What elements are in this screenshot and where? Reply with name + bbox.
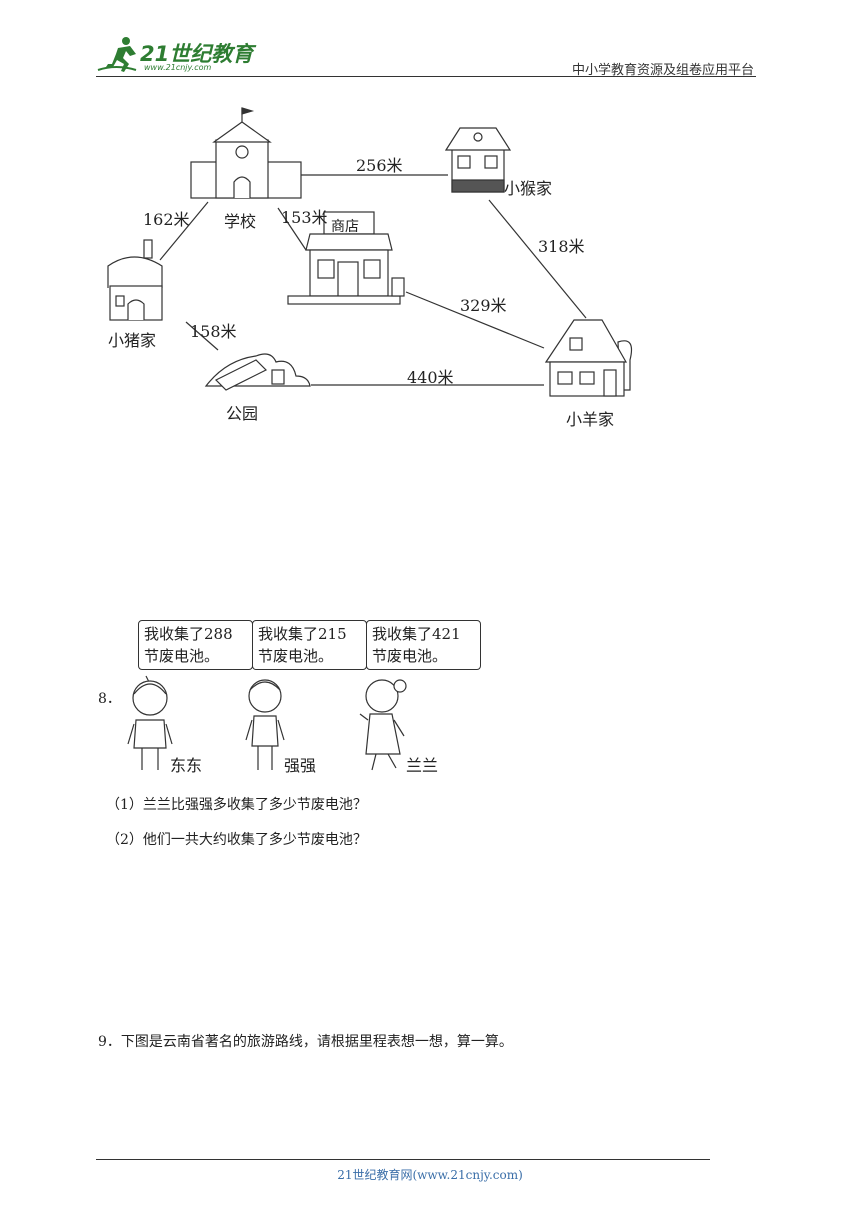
bubble-line: 我收集了288: [144, 625, 233, 643]
boy-dongdong-icon: [127, 675, 173, 770]
speech-bubble-qiangqiang: 我收集了215 节废电池。: [252, 620, 367, 670]
bubble-line: 我收集了421: [372, 625, 461, 643]
kid-name-qiangqiang: 强强: [284, 756, 317, 775]
shop-icon: [287, 211, 405, 305]
bubble-line: 节废电池。: [258, 647, 334, 665]
label-sheep-home: 小羊家: [566, 410, 615, 429]
question-8-number: 8．: [98, 691, 121, 707]
label-pig-home: 小猪家: [108, 331, 157, 350]
distance-park-sheep: 440米: [407, 368, 454, 387]
label-park: 公园: [226, 404, 259, 423]
distance-pig-park: 158米: [190, 322, 237, 341]
distance-school-monkey: 256米: [356, 156, 403, 175]
speech-bubble-lanlan: 我收集了421 节废电池。: [366, 620, 481, 670]
park-icon: [204, 353, 311, 391]
header-platform-text: 中小学教育资源及组卷应用平台: [571, 63, 754, 78]
distance-shop-sheep: 329米: [460, 296, 507, 315]
label-school: 学校: [224, 212, 257, 231]
footer-link[interactable]: 21世纪教育网(www.21cnjy.com): [337, 1168, 523, 1182]
speech-bubble-dongdong: 我收集了288 节废电池。: [138, 620, 253, 670]
kid-name-dongdong: 东东: [170, 756, 203, 775]
kid-name-lanlan: 兰兰: [406, 756, 439, 775]
shop-sign: 商店: [331, 219, 359, 235]
distance-monkey-sheep: 318米: [538, 237, 585, 256]
logo-url: www.21cnjy.com: [144, 63, 212, 72]
line-monkey-sheep: [488, 199, 587, 319]
header-divider: [96, 76, 756, 77]
line-school-pig: [159, 201, 209, 261]
label-monkey-home: 小猴家: [504, 179, 553, 198]
bubble-line: 我收集了215: [258, 625, 347, 643]
logo-text: 21世纪教育: [140, 42, 254, 66]
route-lines: [159, 174, 587, 386]
distance-school-pig: 162米: [143, 210, 190, 229]
boy-qiangqiang-icon: [245, 679, 285, 770]
question-9-text: 9．下图是云南省著名的旅游路线，请根据里程表想一想，算一算。: [98, 1034, 513, 1050]
monkey-home-icon: [444, 127, 512, 193]
question-8-sub-2: （2）他们一共大约收集了多少节废电池？: [106, 832, 367, 848]
bubble-line: 节废电池。: [144, 647, 220, 665]
route-map: [107, 107, 633, 397]
bubble-line: 节废电池。: [372, 647, 448, 665]
footer-divider: [96, 1159, 710, 1160]
line-school-shop: [277, 207, 307, 251]
runner-logo-icon: [97, 37, 137, 72]
line-shop-sheep: [405, 291, 545, 349]
question-8-sub-1: （1）兰兰比强强多收集了多少节废电池？: [106, 797, 367, 813]
distance-school-shop: 153米: [281, 208, 328, 227]
kids-illustration: [127, 675, 407, 771]
girl-lanlan-icon: [359, 679, 407, 771]
site-logo: [97, 37, 137, 72]
line-pig-park: [185, 321, 219, 351]
pig-home-icon: [107, 239, 163, 321]
sheep-home-icon: [544, 319, 633, 397]
school-icon: [190, 107, 302, 199]
